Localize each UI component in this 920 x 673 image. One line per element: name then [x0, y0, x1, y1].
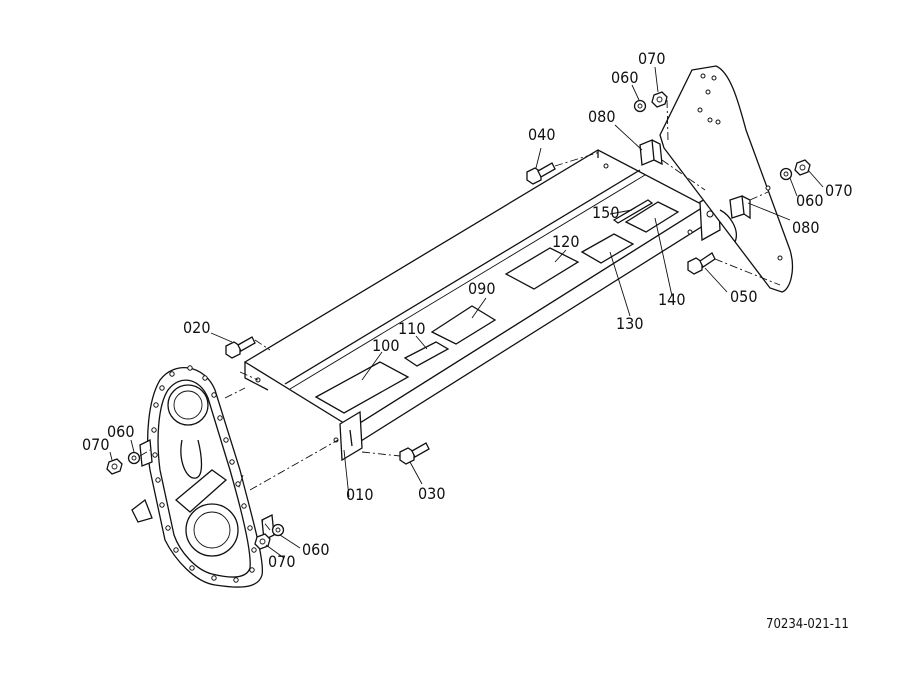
callout-070-top-right: 070: [638, 49, 665, 68]
nut-070-right: [794, 159, 811, 176]
bolt-050: [687, 252, 716, 275]
washer-060-top-right: [633, 99, 647, 113]
callout-080-right: 080: [792, 218, 819, 237]
decal-130: [580, 233, 635, 264]
leader-lines: [109, 66, 824, 559]
callout-090: 090: [468, 279, 495, 298]
callout-150: 150: [592, 203, 619, 222]
callout-040: 040: [528, 125, 555, 144]
figure-code: 70234-021-11: [766, 617, 849, 632]
callout-labels: 010 020 030 040 050 060 060 060 060 070 …: [82, 49, 852, 571]
bolt-030: [399, 442, 430, 465]
main-frame: [243, 149, 721, 462]
callout-070-bottom: 070: [268, 552, 295, 571]
bracket-080-top: [639, 139, 663, 166]
decal-140: [624, 201, 680, 233]
decal-120: [504, 247, 580, 290]
decal-150: [612, 199, 654, 224]
callout-060-bottom: 060: [302, 540, 329, 559]
callout-110: 110: [398, 319, 425, 338]
callout-060-top-right: 060: [611, 68, 638, 87]
callout-100: 100: [372, 336, 399, 355]
callout-070-right: 070: [825, 181, 852, 200]
callout-030: 030: [418, 484, 445, 503]
decal-100: [314, 361, 410, 414]
right-side-plate: [659, 65, 794, 293]
nut-070-top-right: [651, 91, 668, 108]
callout-010: 010: [346, 485, 373, 504]
bolt-040: [526, 162, 556, 185]
callout-070-left: 070: [82, 435, 109, 454]
callout-080-top: 080: [588, 107, 615, 126]
bracket-080-right: [729, 195, 751, 220]
washer-060-right: [779, 167, 793, 181]
callout-060-right: 060: [796, 191, 823, 210]
callout-130: 130: [616, 314, 643, 333]
callout-120: 120: [552, 232, 579, 251]
decal-090: [430, 305, 497, 345]
callout-140: 140: [658, 290, 685, 309]
left-gear-case-cover: [131, 365, 275, 588]
nut-070-left: [106, 458, 123, 475]
callout-060-left: 060: [107, 422, 134, 441]
washer-060-bottom: [271, 523, 285, 537]
washer-060-left: [127, 451, 141, 465]
assembly-center-lines: [139, 99, 781, 531]
callout-050: 050: [730, 287, 757, 306]
bolt-020: [225, 336, 256, 359]
callout-020: 020: [183, 318, 210, 337]
